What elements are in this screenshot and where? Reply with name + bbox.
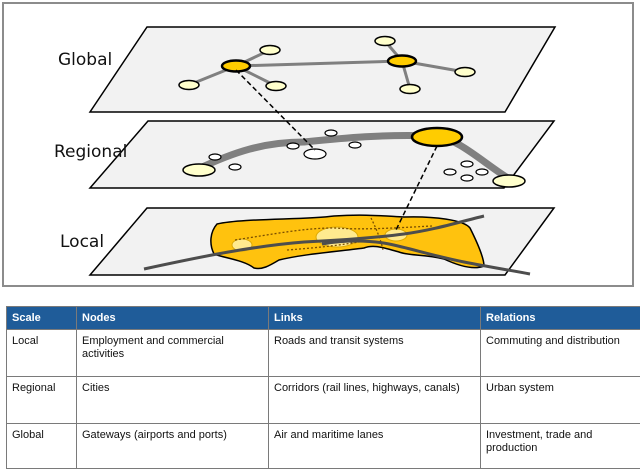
header-links: Links bbox=[268, 306, 481, 330]
local-label: Local bbox=[60, 232, 104, 252]
regional-label: Regional bbox=[54, 142, 127, 162]
cell-relations: Urban system bbox=[480, 376, 640, 424]
global-plane bbox=[88, 26, 557, 113]
cell-nodes: Gateways (airports and ports) bbox=[76, 423, 269, 469]
local-plane bbox=[88, 207, 556, 276]
cell-links: Corridors (rail lines, highways, canals) bbox=[268, 376, 481, 424]
regional-plane bbox=[88, 120, 556, 189]
header-relations: Relations bbox=[480, 306, 640, 330]
cell-relations: Commuting and distribution bbox=[480, 329, 640, 377]
cell-links: Air and maritime lanes bbox=[268, 423, 481, 469]
cell-nodes: Cities bbox=[76, 376, 269, 424]
scale-connector bbox=[235, 69, 316, 151]
table-header-row: Scale Nodes Links Relations bbox=[6, 306, 640, 330]
cell-nodes: Employment and commercial activities bbox=[76, 329, 269, 377]
diagram-canvas: Global Regional Local bbox=[54, 26, 557, 276]
multi-scale-network-diagram: Global Regional Local bbox=[2, 2, 634, 287]
cell-scale: Local bbox=[6, 329, 77, 377]
cell-links: Roads and transit systems bbox=[268, 329, 481, 377]
header-nodes: Nodes bbox=[76, 306, 269, 330]
table-row: Local Employment and commercial activiti… bbox=[6, 329, 640, 377]
cell-scale: Global bbox=[6, 423, 77, 469]
global-label: Global bbox=[58, 50, 112, 70]
cell-relations: Investment, trade and production bbox=[480, 423, 640, 469]
table-row: Global Gateways (airports and ports) Air… bbox=[6, 423, 640, 469]
cell-scale: Regional bbox=[6, 376, 77, 424]
header-scale: Scale bbox=[6, 306, 77, 330]
table-row: Regional Cities Corridors (rail lines, h… bbox=[6, 376, 640, 424]
scale-comparison-table: Scale Nodes Links Relations Local Employ… bbox=[6, 306, 640, 469]
